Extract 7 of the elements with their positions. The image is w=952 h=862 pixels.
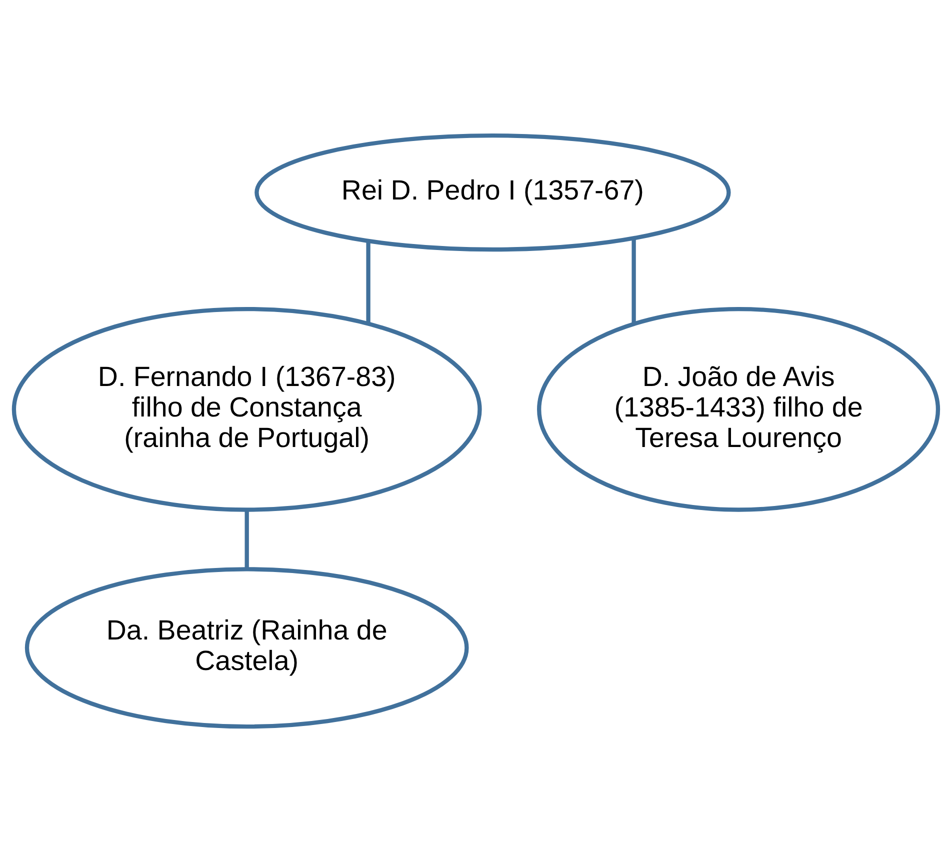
connector (366, 241, 370, 324)
node-ellipse: Rei D. Pedro I (1357-67) (254, 133, 731, 252)
connector (244, 510, 249, 570)
node-ellipse: D. Fernando I (1367-83) filho de Constança (rainha de Portugal) (12, 306, 482, 512)
connector (632, 238, 636, 324)
node-ellipse: Da. Beatriz (Rainha de Castela) (24, 567, 469, 729)
node-ellipse: D. João de Avis (1385-1433) filho de Teresa Lourenço (537, 306, 940, 512)
